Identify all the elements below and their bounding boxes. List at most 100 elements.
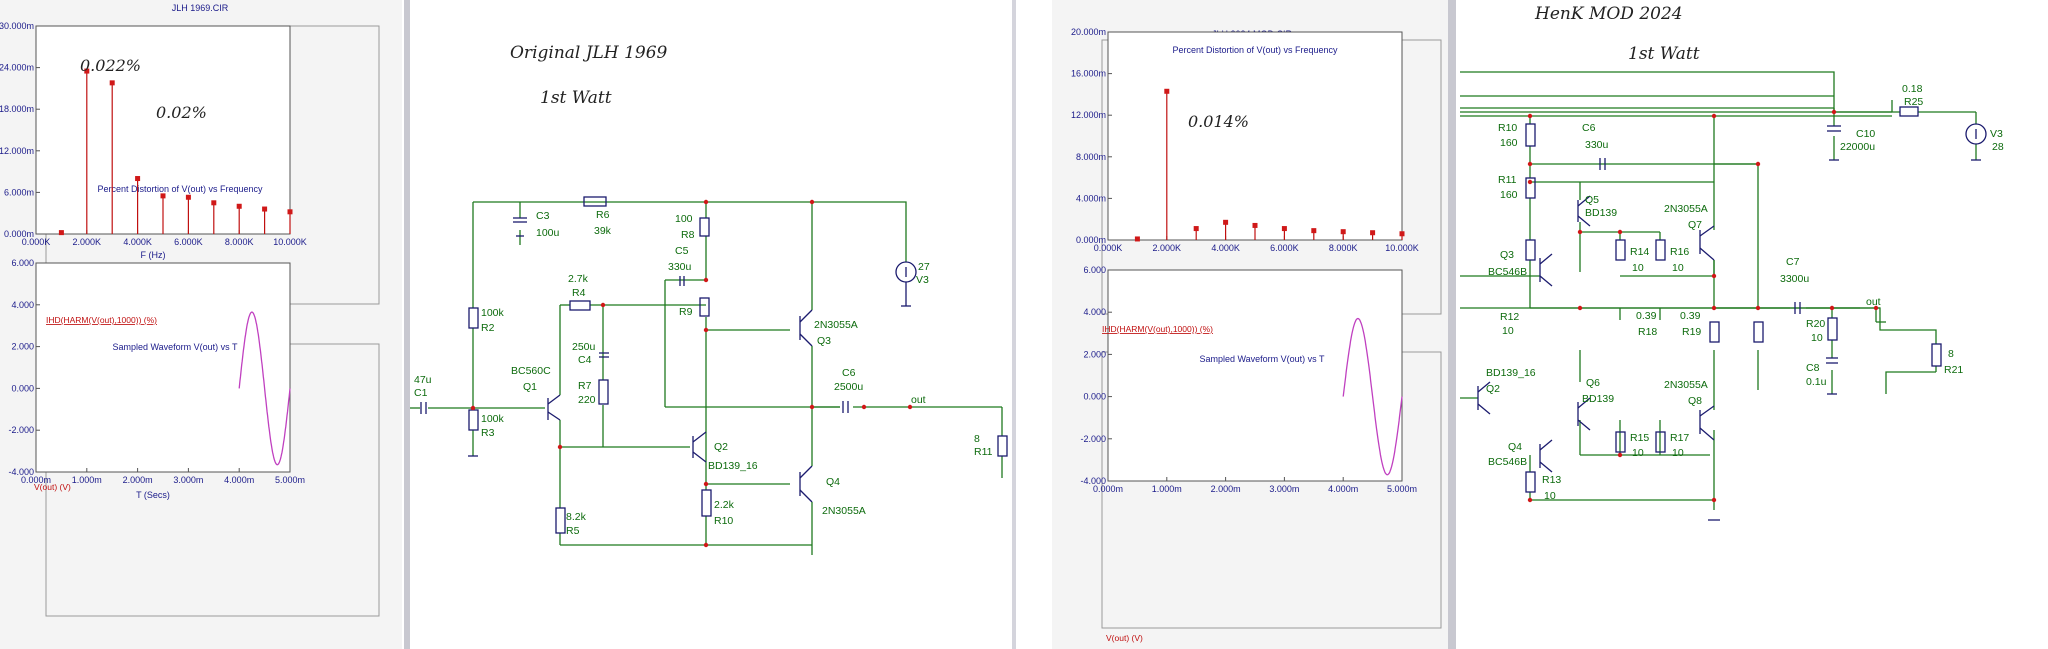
x-tick-label: 10.000K [273, 237, 307, 247]
R14-resistor [1615, 239, 1626, 261]
label-R10-value: 2.2k [714, 499, 735, 511]
label-Q2-value: BD139_16 [708, 460, 758, 472]
label-R17-value: 10 [1672, 447, 1684, 459]
y-tick-label: 18.000m [0, 104, 34, 114]
label-R7-value: 220 [578, 394, 596, 406]
x-tick-label: 2.000K [1153, 243, 1182, 253]
label-R14: R14 [1630, 246, 1649, 258]
R6-resistor [583, 196, 607, 207]
label-R5-value: 8.2k [566, 511, 587, 523]
label-Q1-value: BC560C [511, 365, 551, 377]
x-tick-label: 6.000K [1270, 243, 1299, 253]
label-Q8-value: 2N3055A [1664, 379, 1708, 391]
x-tick-label: 4.000K [123, 237, 152, 247]
R11-resistor [1525, 177, 1536, 199]
x-tick-label: 2.000m [1211, 484, 1241, 494]
y-tick-label: 12.000m [1071, 110, 1106, 120]
label-R17: R17 [1670, 432, 1689, 444]
label-R10: R10 [714, 515, 733, 527]
y-tick-label: 12.000m [0, 146, 34, 156]
y-tick-label: 30.000m [0, 21, 34, 31]
y-tick-label: -4.000 [1080, 476, 1106, 486]
R18-resistor [1709, 321, 1720, 343]
label-R16-value: 10 [1672, 262, 1684, 274]
y-tick-label: -4.000 [8, 467, 34, 477]
label-R5: R5 [566, 525, 580, 537]
right-schematic-subheading: 1st Watt [1628, 44, 1700, 64]
R19-resistor [1753, 321, 1764, 343]
junction-dot [1527, 497, 1533, 503]
transistor-collector [692, 431, 707, 443]
harmonic-marker [1252, 222, 1258, 228]
right-schematic: HenK MOD 2024 1st Watt [1460, 4, 2004, 521]
label-Q2: Q2 [714, 441, 728, 453]
R12-resistor [1525, 239, 1536, 261]
label-R25: R25 [1904, 96, 1923, 108]
R5-resistor [555, 507, 566, 534]
left-schematic-heading: Original JLH 1969 [510, 43, 668, 63]
C4-capacitor [599, 352, 609, 358]
y-tick-label: 2.000 [11, 342, 34, 352]
label-R12-value: 10 [1502, 325, 1514, 337]
R21-resistor [1931, 343, 1942, 367]
y-tick-label: 20.000m [1071, 27, 1106, 37]
junction-dot [1755, 305, 1761, 311]
transistor-emitter [1539, 275, 1553, 287]
transistor-collector [1577, 397, 1591, 409]
R8-resistor [699, 217, 710, 237]
y-tick-label: 6.000 [11, 258, 34, 268]
left-junction-dots [470, 199, 913, 548]
harmonic-marker [1134, 236, 1140, 242]
label-C5-value: 330u [668, 261, 692, 273]
x-axis-label: F (Hz) [141, 250, 166, 260]
y-axis-label: V(out) (V) [34, 482, 71, 492]
y-tick-label: 6.000m [4, 187, 34, 197]
transistor-emitter [1699, 247, 1715, 261]
Q8-transistor [1699, 405, 1715, 441]
x-tick-label: 1.000m [72, 475, 102, 485]
junction-dot [809, 404, 815, 410]
junction-dot [703, 199, 709, 205]
center-divider [1012, 0, 1016, 649]
Q3-transistor [799, 309, 813, 384]
R10-resistor [1525, 123, 1536, 147]
junction-dot [1527, 161, 1533, 167]
y-tick-label: 0.000m [4, 229, 34, 239]
harmonic-marker [1311, 228, 1317, 234]
R20-resistor [1827, 317, 1838, 341]
transistor-collector [799, 465, 813, 479]
transistor-emitter [1477, 403, 1491, 415]
label-R20: R20 [1806, 318, 1825, 330]
junction-dot [1831, 109, 1837, 115]
harmonic-marker [1193, 226, 1199, 232]
label-C3: C3 [536, 210, 550, 222]
label-C7-value: 3300u [1780, 273, 1809, 285]
R16-resistor [1655, 239, 1666, 261]
transistor-collector [1699, 405, 1715, 417]
label-R16: R16 [1670, 246, 1689, 258]
Q3-transistor [1539, 253, 1553, 287]
Q7-transistor [1699, 225, 1715, 261]
label-R21-value: 8 [1948, 348, 1954, 360]
left-window-splitter[interactable] [404, 0, 410, 649]
label-C6: C6 [842, 367, 856, 379]
x-tick-label: 0.000m [21, 475, 51, 485]
harmonic-marker [1223, 219, 1229, 225]
harmonic-marker [160, 193, 166, 199]
harmonic-marker [1164, 88, 1170, 94]
left-distortion-series-label: IHD(HARM(V(out),1000)) (%) [46, 315, 157, 325]
y-tick-label: 6.000 [1083, 265, 1106, 275]
left-schematic: Original JLH 1969 1st Watt [410, 43, 1008, 555]
harmonic-marker [185, 194, 191, 200]
harmonic-marker [211, 200, 217, 206]
junction-dot [1617, 452, 1623, 458]
label-Q3-value: 2N3055A [814, 319, 858, 331]
label-R13-value: 10 [1544, 490, 1556, 502]
junction-dot [703, 481, 709, 487]
y-tick-label: 0.000 [1083, 392, 1106, 402]
chart-title: Sampled Waveform V(out) vs T [112, 342, 238, 352]
right-window-splitter[interactable] [1448, 0, 1456, 649]
